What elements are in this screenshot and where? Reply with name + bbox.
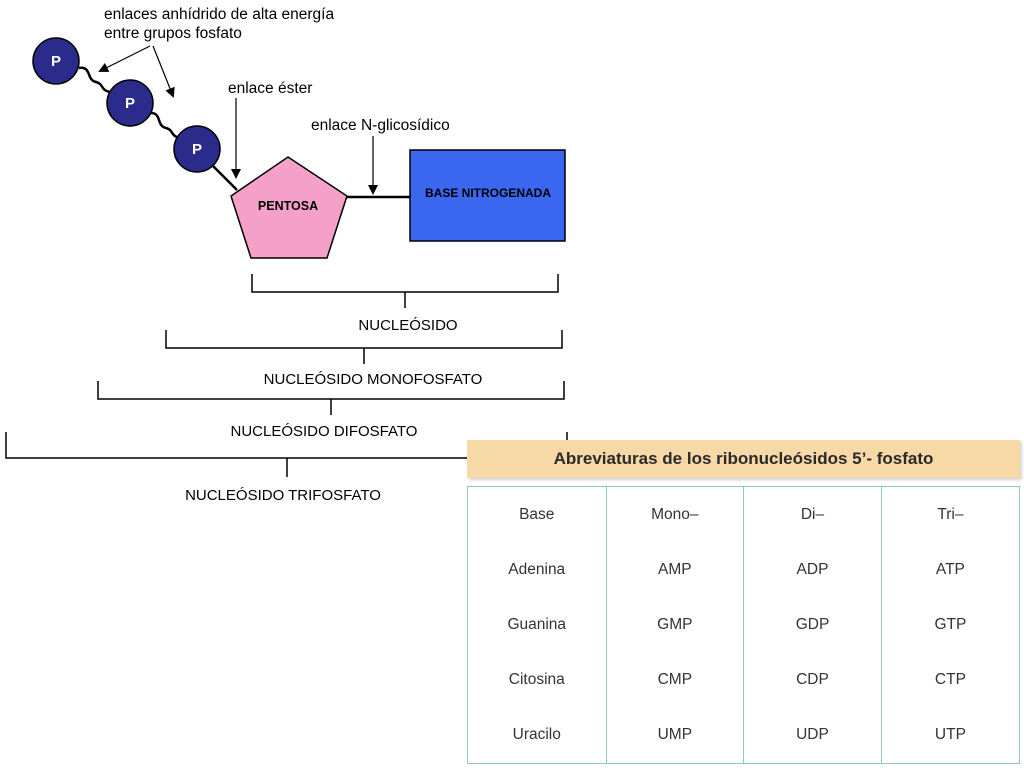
bracket-diphosphate — [97, 381, 565, 415]
table-cell: GMP — [605, 597, 744, 653]
bracket-nucleoside — [251, 274, 559, 308]
phosphate-3: P — [173, 125, 221, 173]
table-cell: UTP — [880, 707, 1019, 763]
anhydride-label-line1: enlaces anhídrido de alta energía — [104, 6, 334, 23]
nitrogenous-base: BASE NITROGENADA — [409, 149, 566, 242]
abbreviation-panel: Abreviaturas de los ribonucleósidos 5’- … — [467, 440, 1020, 764]
table-cell: ADP — [743, 542, 882, 598]
ester-bond-label: enlace éster — [228, 80, 312, 97]
table-cell: ATP — [880, 542, 1019, 598]
table-cell: Uracilo — [512, 726, 561, 744]
nucleoside-diphosphate-label: NUCLEÓSIDO DIFOSFATO — [231, 423, 418, 440]
pentose: PENTOSA — [230, 156, 348, 259]
table-row: Adenina AMP ADP ATP — [468, 542, 1019, 598]
bracket-monophosphate — [165, 330, 563, 364]
abbreviation-table: Base Mono– Di– Tri– Adenina AMP ADP ATP … — [468, 487, 1019, 763]
table-cell: UDP — [743, 707, 882, 763]
anhydride-label-line2: entre grupos fosfato — [104, 25, 242, 42]
table-cell: GTP — [880, 597, 1019, 653]
table-cell: CTP — [880, 652, 1019, 708]
header-cell: Di– — [743, 487, 882, 543]
nucleoside-label: NUCLEÓSIDO — [358, 317, 457, 334]
header-cell: Tri– — [880, 487, 1019, 543]
abbreviation-table-box: Base Mono– Di– Tri– Adenina AMP ADP ATP … — [467, 486, 1020, 764]
table-cell: UMP — [605, 707, 744, 763]
phosphate-2-label: P — [125, 95, 135, 112]
phosphate-2: P — [106, 79, 154, 127]
header-cell: Base — [519, 505, 555, 523]
table-cell: GDP — [743, 597, 882, 653]
bracket-triphosphate — [5, 432, 568, 477]
nucleoside-triphosphate-label: NUCLEÓSIDO TRIFOSFATO — [185, 487, 381, 504]
anhydride-bond-2 — [149, 111, 181, 140]
anhydride-bond-1 — [78, 66, 111, 94]
table-row: Citosina CMP CDP CTP — [468, 652, 1019, 708]
brackets — [5, 274, 568, 477]
base-label: BASE NITROGENADA — [425, 186, 551, 200]
table-row: Guanina GMP GDP GTP — [468, 597, 1019, 653]
glycosidic-bond-label: enlace N-glicosídico — [311, 117, 450, 134]
table-row: Uracilo UMP UDP UTP — [468, 707, 1019, 763]
phosphate-1-label: P — [51, 53, 61, 70]
table-cell: Guanina — [507, 615, 567, 633]
table-cell: Adenina — [508, 560, 566, 578]
table-header-row: Base Mono– Di– Tri– — [468, 487, 1019, 543]
nucleoside-monophosphate-label: NUCLEÓSIDO MONOFOSFATO — [264, 371, 483, 388]
anhydride-arrow-1 — [98, 45, 151, 72]
table-cell: AMP — [605, 542, 744, 598]
anhydride-arrow-2 — [152, 45, 175, 98]
table-cell: Citosina — [508, 671, 565, 689]
phosphate-1: P — [32, 37, 80, 85]
phosphate-3-label: P — [192, 141, 202, 158]
header-cell: Mono– — [605, 487, 744, 543]
pentose-label: PENTOSA — [258, 199, 318, 213]
table-cell: CDP — [743, 652, 882, 708]
ester-bond — [212, 165, 238, 191]
abbreviation-table-title: Abreviaturas de los ribonucleósidos 5’- … — [467, 440, 1020, 478]
table-cell: CMP — [605, 652, 744, 708]
